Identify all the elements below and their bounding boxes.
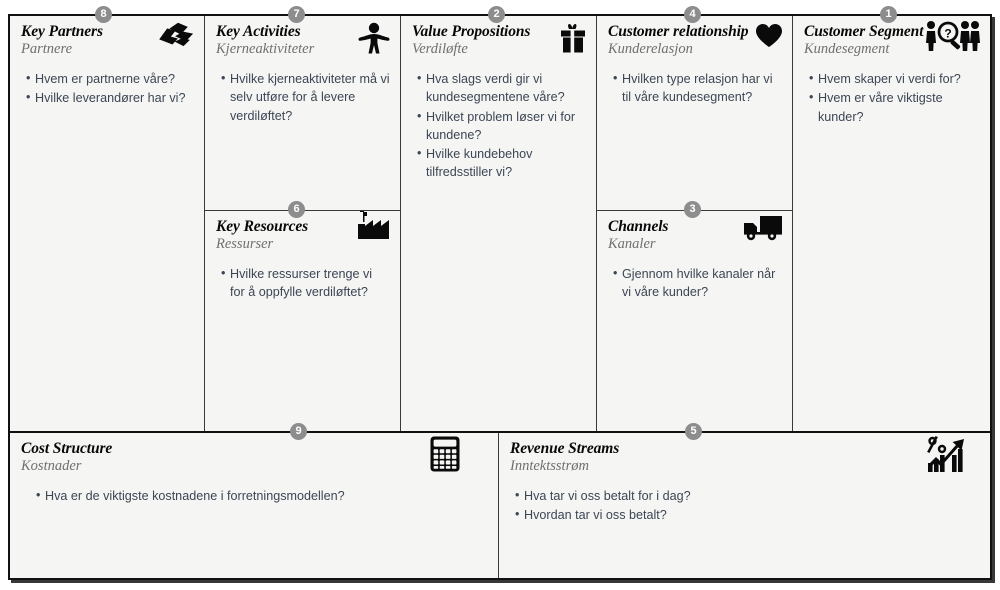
- panel-subtitle: Inntektsstrøm: [510, 458, 589, 475]
- panel-title: Channels: [608, 218, 669, 235]
- panel-bullets: Gjennom hvilke kanaler når vi våre kunde…: [597, 264, 792, 302]
- list-item: Hvilke kjerneaktiviteter må vi selv utfø…: [221, 69, 390, 125]
- calculator-icon: [426, 436, 460, 474]
- panel-title: Customer relationship: [608, 23, 749, 40]
- panel-subtitle: Kjerneaktiviteter: [216, 41, 315, 58]
- panel-badge-5: 5: [685, 423, 702, 440]
- panel-header: Channels Kanaler: [597, 211, 792, 253]
- panel-bullets: Hva tar vi oss betalt for i dag? Hvordan…: [499, 486, 990, 525]
- panel-badge-9: 9: [290, 423, 307, 440]
- panel-title: Key Activities: [216, 23, 301, 40]
- panel-header: Key Activities Kjerneaktiviteter: [205, 16, 400, 58]
- list-item: Hvilke kundebehov tilfredsstiller vi?: [417, 144, 586, 182]
- list-item: Hvordan tar vi oss betalt?: [515, 505, 980, 524]
- panel-badge-3: 3: [684, 201, 701, 218]
- panel-bullets: Hva er de viktigste kostnadene i forretn…: [10, 486, 498, 505]
- panel-customer-relationship[interactable]: Customer relationship Kunderelasjon Hvil…: [596, 16, 792, 210]
- panel-subtitle: Verdiløfte: [412, 41, 468, 58]
- list-item: Hvem er partnerne våre?: [26, 69, 194, 88]
- panel-title: Customer Segment: [804, 23, 924, 40]
- panel-subtitle: Kostnader: [21, 458, 82, 475]
- panel-bullets: Hvilke ressurser trenge vi for å oppfyll…: [205, 264, 400, 302]
- panel-header: Key Resources Ressurser: [205, 211, 400, 253]
- panel-badge-6: 6: [288, 201, 305, 218]
- heart-icon: [741, 23, 783, 61]
- panel-header: Value Propositions Verdiløfte: [401, 16, 596, 58]
- top-rule-segment: [798, 14, 876, 16]
- panel-title: Revenue Streams: [510, 440, 620, 457]
- panel-bullets: Hvilke kjerneaktiviteter må vi selv utfø…: [205, 69, 400, 125]
- list-item: Hvem skaper vi verdi for?: [809, 69, 980, 88]
- panel-badge-7: 7: [288, 6, 305, 23]
- panel-badge-1: 1: [880, 6, 897, 23]
- top-rule-segment: [895, 14, 992, 16]
- percent-growth-chart-icon: [924, 435, 968, 473]
- list-item: Hvilke ressurser trenge vi for å oppfyll…: [221, 264, 390, 302]
- list-item: Gjennom hvilke kanaler når vi våre kunde…: [613, 264, 782, 302]
- panel-subtitle: Ressurser: [216, 236, 274, 253]
- panel-title: Key Resources: [216, 218, 309, 235]
- top-rule-segment: [596, 14, 673, 16]
- panel-cost-structure[interactable]: Cost Structure Kostnader: [10, 433, 498, 578]
- top-rule-segment: [204, 14, 281, 16]
- top-rule-segment: [300, 14, 388, 16]
- panel-subtitle: Partnere: [21, 41, 73, 58]
- panel-bullets: Hva slags verdi gir vi kundesegmentene v…: [401, 69, 596, 182]
- panel-badge-2: 2: [488, 6, 505, 23]
- top-rule-segment: [112, 14, 196, 16]
- panel-subtitle: Kanaler: [608, 236, 656, 253]
- top-rule-segment: [401, 14, 480, 16]
- panel-subtitle: Kunderelasjon: [608, 41, 693, 58]
- svg-text:?: ?: [944, 26, 951, 40]
- panel-badge-8: 8: [95, 6, 112, 23]
- list-item: Hvilken type relasjon har vi til våre ku…: [613, 69, 782, 107]
- panel-key-partners[interactable]: Key Partners Partnere Hvem er partnerne …: [10, 16, 204, 432]
- panel-bullets: Hvem er partnerne våre? Hvilke leverandø…: [10, 69, 204, 108]
- panel-subtitle: Kundesegment: [804, 41, 890, 58]
- panel-channels[interactable]: Channels Kanaler Gjennom hvilke kanaler …: [596, 210, 792, 432]
- list-item: Hva er de viktigste kostnadene i forretn…: [36, 486, 488, 505]
- panel-key-resources[interactable]: Key Resources Ressurser Hvilke ressurser…: [204, 210, 400, 432]
- handshake-icon: [153, 22, 195, 60]
- person-arms-out-icon: [349, 22, 391, 60]
- gift-icon: [545, 22, 587, 60]
- panel-header: Cost Structure Kostnader: [10, 433, 498, 475]
- panel-title: Value Propositions: [412, 23, 531, 40]
- panel-title: Key Partners: [21, 23, 103, 40]
- panel-customer-segment[interactable]: Customer Segment Kundesegment ?: [792, 16, 990, 432]
- list-item: Hvem er våre viktigste kunder?: [809, 88, 980, 126]
- panel-bullets: Hvem skaper vi verdi for? Hvem er våre v…: [793, 69, 990, 126]
- panel-header: Key Partners Partnere: [10, 16, 204, 58]
- panel-value-propositions[interactable]: Value Propositions Verdiløfte Hva slags …: [400, 16, 596, 432]
- panel-header: Customer relationship Kunderelasjon: [597, 16, 792, 58]
- top-rule-segment: [692, 14, 779, 16]
- list-item: Hva tar vi oss betalt for i dag?: [515, 486, 980, 505]
- top-rule-segment: [8, 14, 93, 16]
- truck-icon: [741, 215, 783, 253]
- panel-bullets: Hvilken type relasjon har vi til våre ku…: [597, 69, 792, 107]
- list-item: Hvilket problem løser vi for kundene?: [417, 107, 586, 145]
- panel-revenue-streams[interactable]: Revenue Streams Inntektsstrøm: [498, 433, 990, 578]
- panel-header: Revenue Streams Inntektsstrøm: [499, 433, 990, 475]
- people-magnifier-question-icon: ?: [923, 20, 981, 58]
- panel-header: Customer Segment Kundesegment ?: [793, 16, 990, 58]
- panel-title: Cost Structure: [21, 440, 113, 457]
- bottom-section-divider: [10, 431, 990, 433]
- list-item: Hvilke leverandører har vi?: [26, 88, 194, 107]
- list-item: Hva slags verdi gir vi kundesegmentene v…: [417, 69, 586, 107]
- top-rule-segment: [499, 14, 584, 16]
- panel-key-activities[interactable]: Key Activities Kjerneaktiviteter Hvilke …: [204, 16, 400, 210]
- factory-icon: [349, 211, 391, 246]
- panel-badge-4: 4: [684, 6, 701, 23]
